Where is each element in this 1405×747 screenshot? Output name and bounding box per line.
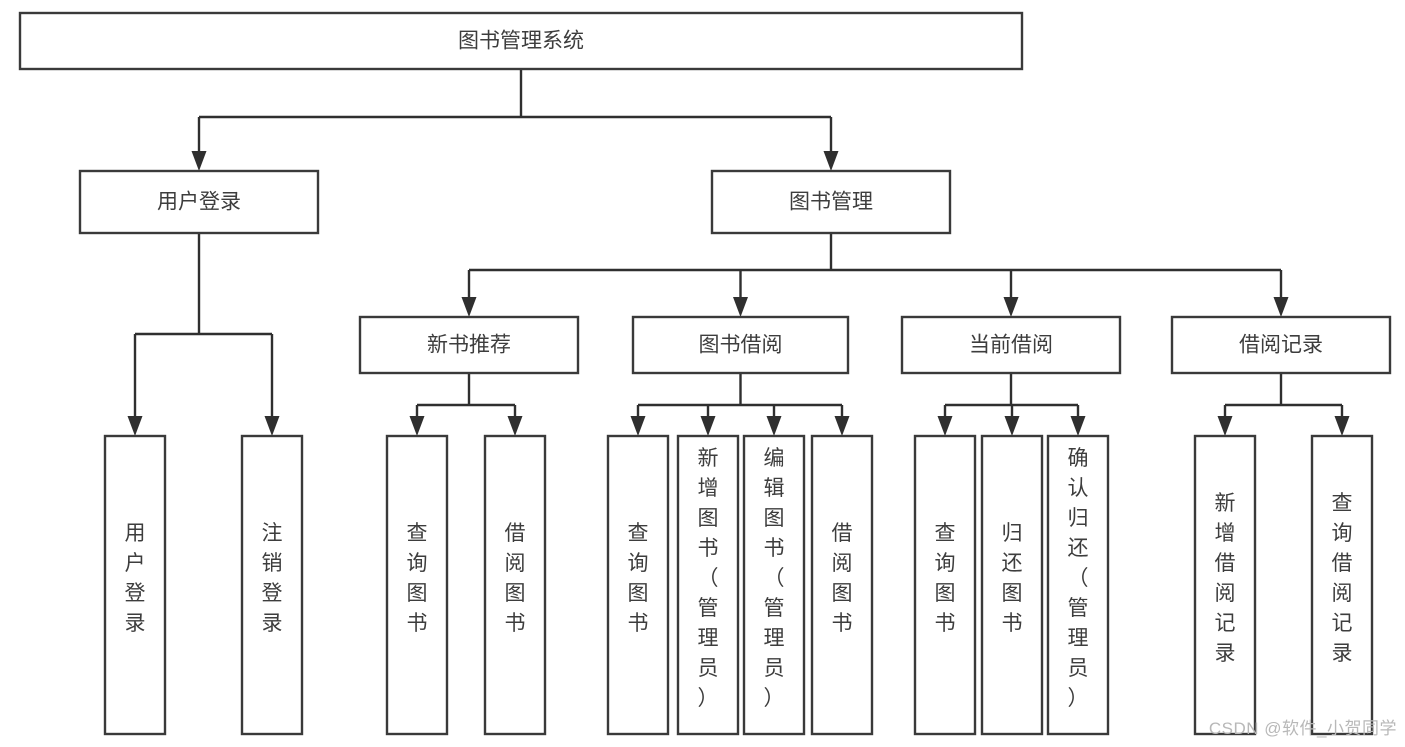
node-borrow-record[interactable]: 借阅记录 (1170, 315, 1392, 375)
node-label-book-borrow: 图书借阅 (699, 334, 783, 357)
arrow-head-icon-leaf-edit-book (766, 416, 782, 436)
arrow-head-icon-leaf-user-login (127, 416, 143, 436)
node-label-leaf-return-book: 归还图书 (1002, 522, 1023, 635)
arrow-head-icon-book-management (823, 151, 839, 171)
connector-layer (127, 69, 1350, 436)
node-box-user-login (78, 169, 320, 235)
node-box-leaf-confirm-return (1046, 434, 1110, 736)
node-label-leaf-add-borrow-record: 新增借阅记录 (1215, 492, 1236, 665)
node-label-leaf-logout: 注销登录 (262, 522, 283, 635)
node-box-current-borrow (900, 315, 1122, 375)
node-leaf-add-book[interactable]: 新增图书（管理员） (676, 434, 740, 736)
arrow-head-icon-leaf-return-book (1004, 416, 1020, 436)
node-box-leaf-add-borrow-record (1193, 434, 1257, 736)
node-leaf-user-login[interactable]: 用户登录 (103, 434, 167, 736)
node-leaf-add-borrow-record[interactable]: 新增借阅记录 (1193, 434, 1257, 736)
node-label-current-borrow: 当前借阅 (969, 334, 1053, 357)
arrow-head-icon-leaf-borrow-book-1 (507, 416, 523, 436)
node-box-leaf-query-book-1 (385, 434, 449, 736)
node-box-root (18, 11, 1024, 71)
node-box-leaf-user-login (103, 434, 167, 736)
arrow-head-icon-leaf-add-borrow-record (1217, 416, 1233, 436)
arrow-head-icon-current-borrow (1003, 297, 1019, 317)
node-box-new-book-recommend (358, 315, 580, 375)
node-box-leaf-borrow-book-1 (483, 434, 547, 736)
node-label-leaf-query-book-2: 查询图书 (628, 522, 649, 635)
node-leaf-confirm-return[interactable]: 确认归还（管理员） (1046, 434, 1110, 736)
node-label-leaf-query-borrow-record: 查询借阅记录 (1332, 492, 1353, 665)
node-label-leaf-query-book-1: 查询图书 (407, 522, 428, 635)
arrow-head-icon-book-borrow (733, 297, 748, 317)
node-label-leaf-add-book: 新增图书（管理员） (698, 447, 719, 710)
node-label-borrow-record: 借阅记录 (1239, 334, 1323, 357)
node-leaf-edit-book[interactable]: 编辑图书（管理员） (742, 434, 806, 736)
arrow-head-icon-leaf-query-book-2 (630, 416, 646, 436)
node-new-book-recommend[interactable]: 新书推荐 (358, 315, 580, 375)
node-box-borrow-record (1170, 315, 1392, 375)
node-book-borrow[interactable]: 图书借阅 (631, 315, 850, 375)
arrow-head-icon-leaf-borrow-book-2 (834, 416, 850, 436)
node-leaf-query-book-3[interactable]: 查询图书 (913, 434, 977, 736)
arrow-head-icon-leaf-query-borrow-record (1334, 416, 1350, 436)
arrow-head-icon-leaf-add-book (700, 416, 716, 436)
node-label-book-management: 图书管理 (789, 191, 873, 214)
arrow-head-icon-new-book-recommend (461, 297, 477, 317)
node-leaf-logout[interactable]: 注销登录 (240, 434, 304, 736)
node-box-leaf-query-borrow-record (1310, 434, 1374, 736)
node-label-leaf-borrow-book-2: 借阅图书 (832, 522, 853, 635)
arrow-head-icon-user-login (191, 151, 207, 171)
arrow-head-icon-leaf-logout (264, 416, 280, 436)
node-box-leaf-query-book-3 (913, 434, 977, 736)
arrow-head-icon-leaf-query-book-1 (409, 416, 425, 436)
node-label-new-book-recommend: 新书推荐 (427, 334, 511, 357)
node-root[interactable]: 图书管理系统 (18, 11, 1024, 71)
node-label-leaf-query-book-3: 查询图书 (935, 522, 956, 635)
node-box-leaf-query-book-2 (606, 434, 670, 736)
node-current-borrow[interactable]: 当前借阅 (900, 315, 1122, 375)
node-leaf-query-book-1[interactable]: 查询图书 (385, 434, 449, 736)
node-user-login[interactable]: 用户登录 (78, 169, 320, 235)
node-label-leaf-borrow-book-1: 借阅图书 (505, 522, 526, 635)
node-box-leaf-logout (240, 434, 304, 736)
node-box-leaf-borrow-book-2 (810, 434, 874, 736)
node-book-management[interactable]: 图书管理 (710, 169, 952, 235)
node-box-leaf-edit-book (742, 434, 806, 736)
node-label-user-login: 用户登录 (157, 191, 241, 214)
node-leaf-borrow-book-1[interactable]: 借阅图书 (483, 434, 547, 736)
node-label-leaf-user-login: 用户登录 (125, 522, 146, 635)
node-leaf-return-book[interactable]: 归还图书 (980, 434, 1044, 736)
node-layer: 图书管理系统用户登录图书管理用户登录注销登录新书推荐查询图书借阅图书图书借阅查询… (18, 11, 1392, 736)
node-leaf-query-book-2[interactable]: 查询图书 (606, 434, 670, 736)
node-box-leaf-return-book (980, 434, 1044, 736)
arrow-head-icon-leaf-confirm-return (1070, 416, 1086, 436)
arrow-head-icon-leaf-query-book-3 (937, 416, 953, 436)
node-leaf-borrow-book-2[interactable]: 借阅图书 (810, 434, 874, 736)
node-leaf-query-borrow-record[interactable]: 查询借阅记录 (1310, 434, 1374, 736)
node-label-leaf-confirm-return: 确认归还（管理员） (1068, 447, 1089, 710)
node-box-book-management (710, 169, 952, 235)
arrow-head-icon-borrow-record (1273, 297, 1289, 317)
node-label-root: 图书管理系统 (458, 30, 584, 53)
node-box-book-borrow (631, 315, 850, 375)
node-box-leaf-add-book (676, 434, 740, 736)
node-label-leaf-edit-book: 编辑图书（管理员） (764, 447, 785, 710)
